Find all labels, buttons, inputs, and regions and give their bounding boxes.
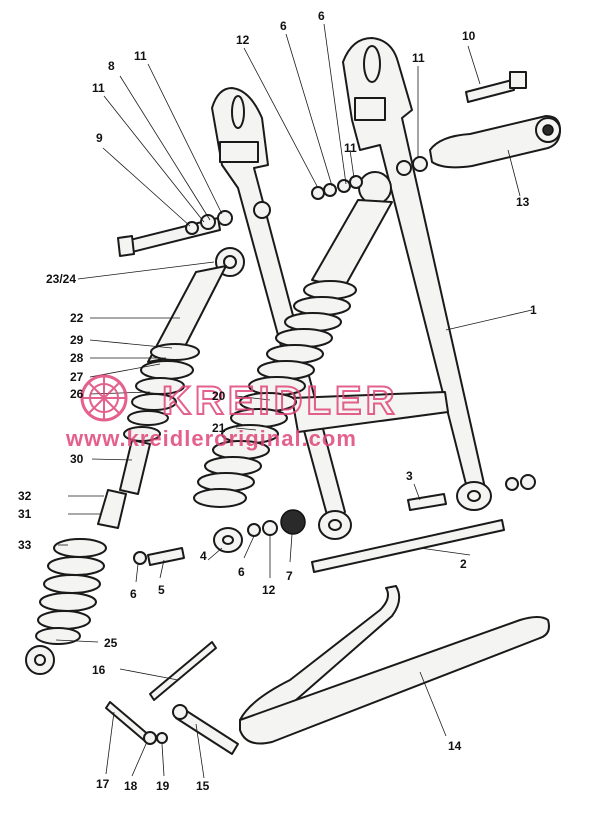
callout-label: 27 bbox=[70, 370, 84, 384]
callout-label: 15 bbox=[196, 779, 210, 793]
callout-label: 28 bbox=[70, 351, 84, 365]
footrest bbox=[429, 115, 561, 169]
callout-label: 6 bbox=[238, 565, 245, 579]
callout-label: 32 bbox=[18, 489, 32, 503]
callout-label: 25 bbox=[104, 636, 118, 650]
callout-label: 6 bbox=[280, 19, 287, 33]
callout-label: 7 bbox=[286, 569, 293, 583]
callout-label: 31 bbox=[18, 507, 32, 521]
callout-label: 6 bbox=[130, 587, 137, 601]
callout-label: 1 bbox=[530, 303, 537, 317]
center-shock-absorber bbox=[193, 171, 393, 553]
callout-label: 5 bbox=[158, 583, 165, 597]
callout-label: 9 bbox=[96, 131, 103, 145]
callout-labels: 1 2 3 4 5 6 6 6 6 7 8 9 10 11 11 11 11 1… bbox=[18, 9, 537, 793]
callout-label: 11 bbox=[134, 49, 147, 63]
callout-label: 26 bbox=[70, 387, 84, 401]
callout-label: 30 bbox=[70, 452, 84, 466]
callout-label: 12 bbox=[262, 583, 276, 597]
callout-label: 13 bbox=[516, 195, 530, 209]
callout-label: 2 bbox=[460, 557, 467, 571]
callout-label: 6 bbox=[318, 9, 325, 23]
callout-label: 21 bbox=[212, 421, 226, 435]
kreidler-logo-icon bbox=[80, 374, 128, 422]
watermark: KREIDLER www.kreidleroriginal.com bbox=[65, 374, 398, 451]
callout-label: 33 bbox=[18, 538, 32, 552]
left-shock-absorber bbox=[119, 247, 245, 495]
hardware bbox=[117, 71, 536, 573]
callout-label: 11 bbox=[92, 81, 105, 95]
center-stand bbox=[172, 585, 550, 755]
stand-spring bbox=[105, 641, 217, 745]
callout-label: 11 bbox=[344, 141, 357, 155]
callout-label: 19 bbox=[156, 779, 170, 793]
callout-label: 12 bbox=[236, 33, 250, 47]
callout-label: 16 bbox=[92, 663, 106, 677]
callout-label: 23/24 bbox=[46, 272, 76, 286]
callout-label: 18 bbox=[124, 779, 138, 793]
callout-label: 20 bbox=[212, 389, 226, 403]
callout-label: 4 bbox=[200, 549, 207, 563]
watermark-url: www.kreidleroriginal.com bbox=[65, 426, 357, 451]
callout-label: 11 bbox=[412, 51, 425, 65]
callout-label: 29 bbox=[70, 333, 84, 347]
callout-label: 17 bbox=[96, 777, 110, 791]
callout-label: 22 bbox=[70, 311, 84, 325]
callout-label: 3 bbox=[406, 469, 413, 483]
swing-arm bbox=[211, 37, 492, 540]
watermark-title: KREIDLER bbox=[162, 379, 398, 423]
callout-label: 14 bbox=[448, 739, 462, 753]
callout-label: 8 bbox=[108, 59, 115, 73]
callout-label: 10 bbox=[462, 29, 476, 43]
lower-spring-assembly bbox=[25, 489, 127, 675]
